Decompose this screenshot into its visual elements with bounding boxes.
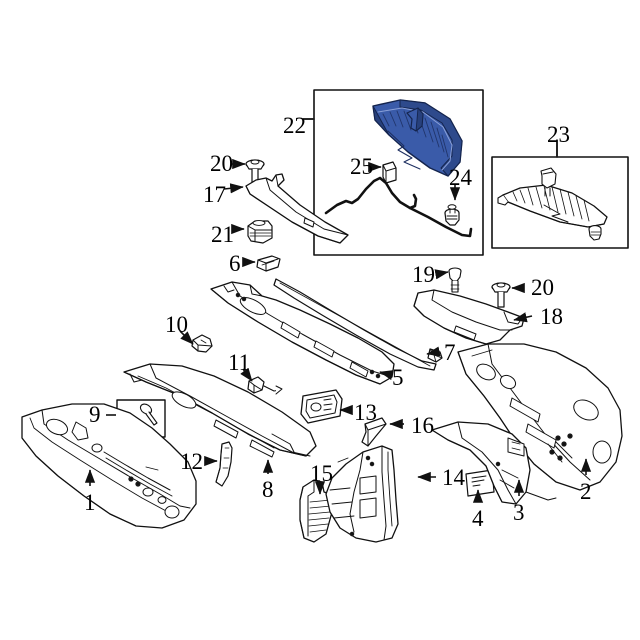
part-13-vent-grille xyxy=(300,389,343,424)
part-16-bracket xyxy=(361,417,387,447)
part-21-grommet xyxy=(247,220,273,244)
part-25-clip xyxy=(382,161,397,184)
callout-label-14[interactable]: 14 xyxy=(442,465,465,490)
callout-label-13[interactable]: 13 xyxy=(354,400,377,425)
callout-label-22[interactable]: 22 xyxy=(283,113,306,138)
callout-label-3[interactable]: 3 xyxy=(513,500,525,525)
part-14-cowl-side-panel xyxy=(325,445,399,543)
callout-label-2[interactable]: 2 xyxy=(580,479,592,504)
callout-label-15[interactable]: 15 xyxy=(310,461,333,486)
callout-label-24[interactable]: 24 xyxy=(449,165,472,190)
part-7-cowl-weatherstrip xyxy=(273,278,437,371)
arrow-7 xyxy=(426,346,441,357)
callout-label-19[interactable]: 19 xyxy=(412,262,435,287)
part-6-clip xyxy=(256,255,281,272)
arrow-19 xyxy=(434,269,449,280)
callout-label-7[interactable]: 7 xyxy=(444,340,456,365)
part-15-air-duct xyxy=(299,479,333,543)
part-23-cowl-grille-outline xyxy=(497,167,608,241)
callout-label-17[interactable]: 17 xyxy=(203,182,226,207)
callout-label-4[interactable]: 4 xyxy=(472,506,484,531)
callout-label-9[interactable]: 9 xyxy=(89,402,101,427)
part-2-dash-panel-right xyxy=(457,343,623,491)
arrow-11 xyxy=(240,367,253,382)
arrow-5 xyxy=(379,370,394,381)
callout-label-23[interactable]: 23 xyxy=(547,122,570,147)
callout-label-8[interactable]: 8 xyxy=(262,477,274,502)
part-1-dash-panel-lower xyxy=(21,403,197,529)
highlighted-cowl-grille-part xyxy=(372,99,463,177)
callout-label-5[interactable]: 5 xyxy=(392,365,404,390)
callout-label-10[interactable]: 10 xyxy=(165,312,188,337)
part-5-cowl-top-panel xyxy=(210,281,395,385)
callout-label-21[interactable]: 21 xyxy=(211,222,234,247)
part-3-cowl-side-lower xyxy=(431,421,557,505)
callout-label-18[interactable]: 18 xyxy=(540,304,563,329)
part-8-cowl-lower-panel xyxy=(123,363,317,458)
callout-label-6[interactable]: 6 xyxy=(229,251,241,276)
arrow-10 xyxy=(179,330,194,345)
part-20-bolt-right xyxy=(491,282,511,308)
callout-label-1[interactable]: 1 xyxy=(84,490,96,515)
part-12-bracket xyxy=(215,441,233,487)
part-20-bolt-upper xyxy=(245,159,265,185)
callout-label-20-right[interactable]: 20 xyxy=(531,275,554,300)
arrow-17 xyxy=(223,183,244,194)
part-10-bracket xyxy=(191,334,213,353)
part-17-cowl-side-extension xyxy=(245,173,349,244)
arrow-18 xyxy=(513,312,533,323)
part-18-cowl-side-extension-right xyxy=(413,289,525,345)
part-19-clip xyxy=(448,267,462,293)
callout-label-20-upper[interactable]: 20 xyxy=(210,151,233,176)
washer-hose-line xyxy=(324,176,473,238)
part-24-grommet xyxy=(444,204,460,226)
callout-label-11[interactable]: 11 xyxy=(228,350,251,375)
callout-label-12[interactable]: 12 xyxy=(180,449,203,474)
callout-label-25[interactable]: 25 xyxy=(350,154,373,179)
part-7-clip xyxy=(427,348,443,363)
callout-label-16[interactable]: 16 xyxy=(411,413,434,438)
part-11-bracket-pin xyxy=(247,376,283,395)
